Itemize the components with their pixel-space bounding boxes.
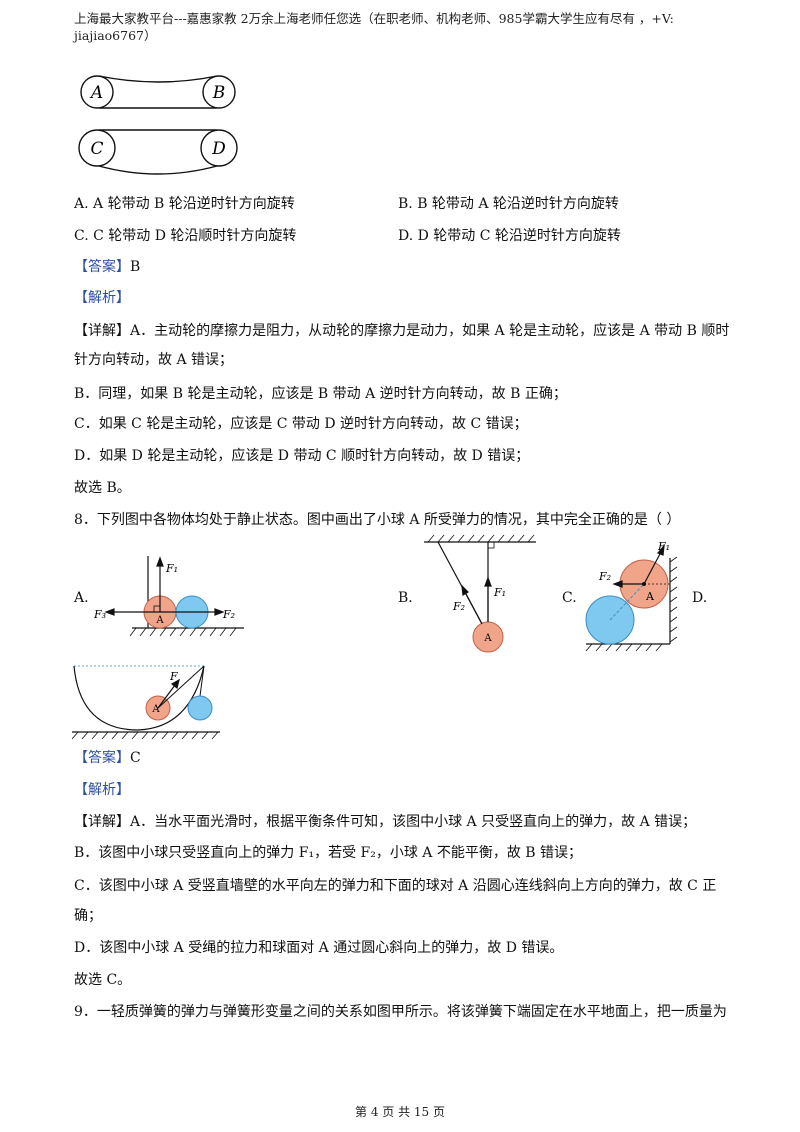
q7-option-c: C. C 轮带动 D 轮沿顺时针方向旋转 — [74, 228, 297, 244]
q8-conclusion: 故选 C。 — [74, 972, 132, 988]
fig-c-f1-label: F₁ — [657, 540, 670, 553]
fig-d-ball-label: A — [151, 704, 160, 715]
q8-option-a-letter: A. — [74, 590, 89, 606]
pulley-d-label: D — [211, 139, 226, 159]
q7-detail-line: 针方向转动，故 A 错误； — [74, 352, 234, 368]
detail-text: A．主动轮的摩擦力是阻力，从动轮的摩擦力是动力，如果 A 轮是主动轮，应该是 A… — [130, 323, 730, 339]
pulley-c-label: C — [90, 139, 103, 159]
fig-c-f2-label: F₂ — [598, 570, 611, 583]
page-footer: 第 4 页 共 15 页 — [355, 1105, 445, 1119]
q7-option-b: B. B 轮带动 A 轮沿逆时针方向旋转 — [398, 196, 619, 212]
q7-detail-line: D．如果 D 轮是主动轮，应该是 D 带动 C 顺时针方向转动，故 D 错误； — [74, 448, 530, 464]
fig-c-ball-label: A — [645, 590, 655, 603]
q8-detail-line: D．该图中小球 A 受绳的拉力和球面对 A 通过圆心斜向上的弹力，故 D 错误。 — [74, 940, 564, 956]
q8-option-b-letter: B. — [398, 590, 413, 606]
belt-pulley-figure: A B C D — [78, 75, 238, 175]
figure-c: F₁ F₂ A — [585, 540, 678, 652]
fig-b-f1-label: F₁ — [493, 586, 506, 599]
q8-option-c-letter: C. — [562, 590, 577, 606]
fig-b-ball-label: A — [483, 633, 492, 644]
header-line-2: jiajiao6767） — [74, 28, 157, 43]
q8-detail-line: 【详解】A．当水平面光滑时，根据平衡条件可知，该图中小球 A 只受竖直向上的弹力… — [74, 812, 696, 832]
fig-b-f2-label: F₂ — [452, 600, 465, 613]
q7-analysis-tag: 【解析】 — [74, 290, 130, 306]
figure-a: F₁ F₂ F₃ A — [93, 556, 244, 637]
answer-tag: 【答案】 — [74, 259, 130, 275]
q9-stem: 9．一轻质弹簧的弹力与弹簧形变量之间的关系如图甲所示。将该弹簧下端固定在水平地面… — [74, 1004, 727, 1020]
fig-d-f-label: F — [169, 670, 178, 683]
q8-detail-line: 确； — [74, 908, 102, 924]
answer-value: C — [130, 750, 141, 766]
answer-value: B — [130, 259, 141, 275]
q8-answer: 【答案】C — [74, 748, 141, 768]
q8-analysis-tag: 【解析】 — [74, 782, 130, 798]
q8-stem: 8．下列图中各物体均处于静止状态。图中画出了小球 A 所受弹力的情况，其中完全正… — [74, 512, 681, 528]
page-header: 上海最大家教平台---嘉惠家教 2万余上海老师任您选（在职老师、机构老师、985… — [74, 10, 734, 44]
figure-b: F₁ F₂ A — [424, 534, 536, 653]
detail-tag: 【详解】 — [74, 814, 130, 830]
q7-answer: 【答案】B — [74, 257, 140, 277]
fig-a-f2-label: F₂ — [222, 608, 235, 621]
figure-d: F A — [72, 665, 220, 740]
fig-a-f3-label: F₃ — [93, 608, 106, 621]
q7-detail-line: B．同理，如果 B 轮是主动轮，应该是 B 带动 A 逆时针方向转动，故 B 正… — [74, 386, 567, 402]
detail-text: A．当水平面光滑时，根据平衡条件可知，该图中小球 A 只受竖直向上的弹力，故 A… — [130, 814, 697, 830]
pulley-b-label: B — [212, 83, 226, 103]
q7-detail-line: C．如果 C 轮是主动轮，应该是 C 带动 D 逆时针方向转动，故 C 错误； — [74, 416, 528, 432]
q7-option-a: A. A 轮带动 B 轮沿逆时针方向旋转 — [74, 196, 295, 212]
q8-option-d-letter: D. — [692, 590, 708, 606]
q8-detail-line: B．该图中小球只受竖直向上的弹力 F₁，若受 F₂，小球 A 不能平衡，故 B … — [74, 845, 583, 861]
pulley-a-label: A — [89, 83, 103, 103]
fig-a-ball-label: A — [155, 615, 164, 626]
fig-a-f1-label: F₁ — [165, 562, 178, 575]
q7-detail-line: 【详解】A．主动轮的摩擦力是阻力，从动轮的摩擦力是动力，如果 A 轮是主动轮，应… — [74, 321, 729, 341]
answer-tag: 【答案】 — [74, 750, 130, 766]
q8-detail-line: C．该图中小球 A 受竖直墙壁的水平向左的弹力和下面的球对 A 沿圆心连线斜向上… — [74, 878, 717, 894]
detail-tag: 【详解】 — [74, 323, 130, 339]
q7-conclusion: 故选 B。 — [74, 480, 131, 496]
q7-option-d: D. D 轮带动 C 轮沿逆时针方向旋转 — [398, 228, 621, 244]
header-line-1: 上海最大家教平台---嘉惠家教 2万余上海老师任您选（在职老师、机构老师、985… — [74, 11, 674, 26]
